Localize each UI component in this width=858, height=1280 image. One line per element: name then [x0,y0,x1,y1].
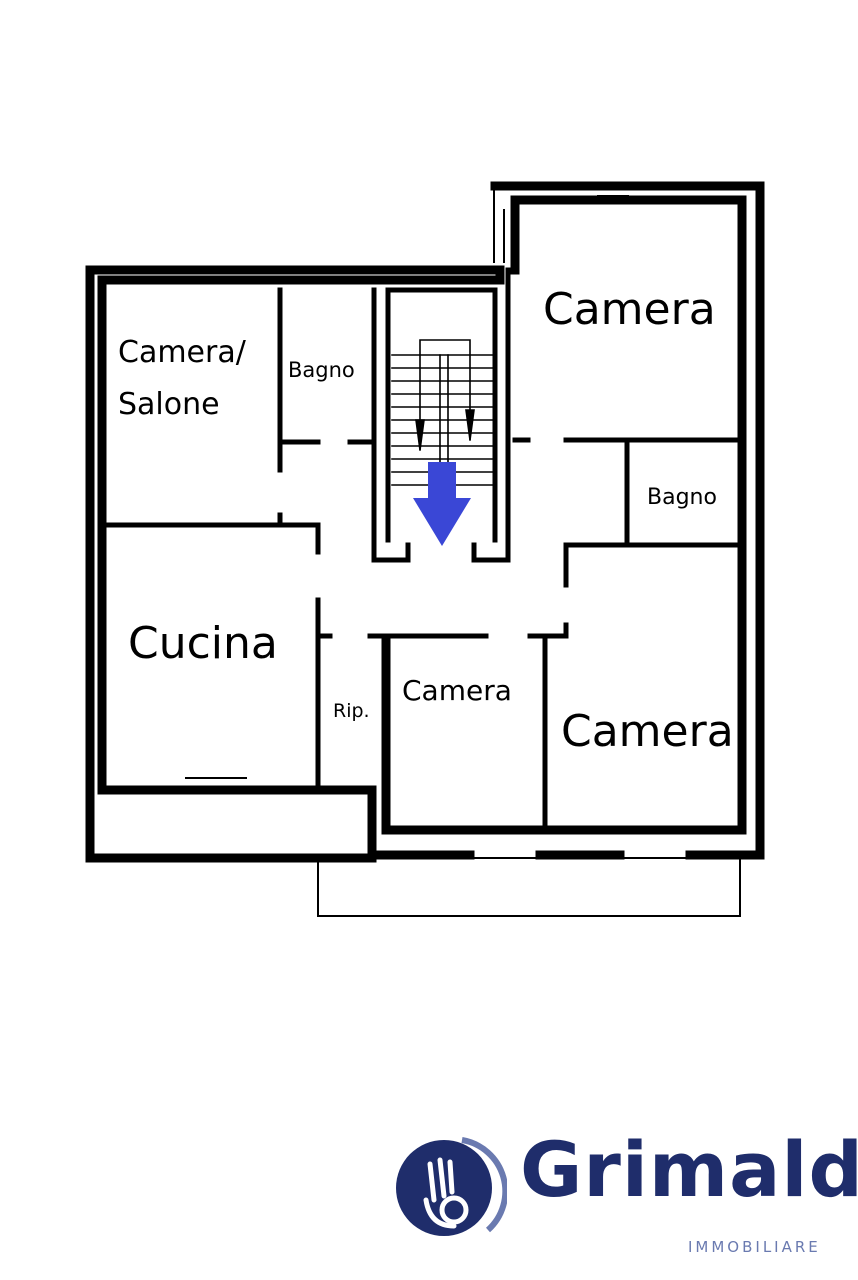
windows [177,183,687,859]
wall-stair-left [371,287,411,563]
window-top-stair [404,267,471,279]
stair-treads [391,339,493,486]
wall-bagno-right-bottom [563,542,745,588]
label-ripostiglio: Rip. [333,700,370,722]
arrow-down-icon [413,462,471,546]
label-camera-top-right: Camera [543,284,716,335]
label-cucina: Cucina [128,618,278,669]
label-bagno-left: Bagno [288,358,355,382]
window-top-left [177,267,241,279]
window-small-camera [461,827,541,859]
interior-walls [99,267,745,833]
label-camera-salone-1: Camera/ [118,335,247,370]
wall-camera-salone-bottom [99,512,321,555]
window-top-right [597,183,629,197]
floor-plan: Camera/ Salone Bagno Camera Bagno Cucina… [85,181,765,917]
brand-name: Grimaldi [520,1125,858,1214]
label-bagno-right: Bagno [647,485,717,510]
label-camera-bottom-right: Camera [561,706,734,757]
window-camera-right [619,827,687,859]
walls [85,181,765,917]
brand-logo: Grimaldi IMMOBILIARE [392,1130,858,1265]
balcony-line [101,857,741,917]
brand-tagline: IMMOBILIARE [688,1238,821,1256]
label-camera-salone-2: Salone [118,387,220,422]
wall-stair-right [471,267,511,563]
hand-ok-icon [396,1137,507,1236]
label-camera-small: Camera [402,674,512,707]
window-top-mid [309,267,361,279]
window-kitchen [185,777,247,791]
outer-wall [85,181,765,863]
window-stub-left [493,189,505,263]
wall-corridor-bottom [315,622,569,639]
